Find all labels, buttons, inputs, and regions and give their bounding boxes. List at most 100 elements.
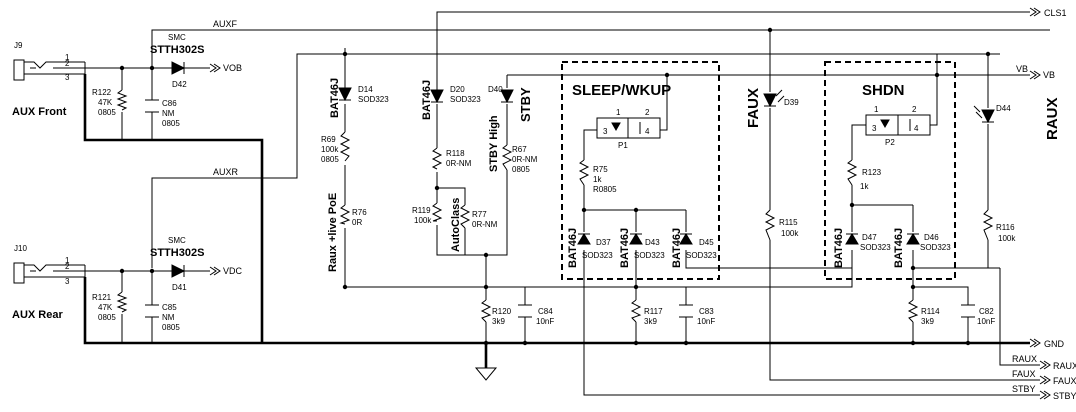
- d41-manufacturer: SMC: [168, 236, 186, 245]
- r122-package: 0805: [98, 108, 116, 117]
- net-label-faux: FAUX: [1053, 376, 1076, 386]
- d45-ref: D45: [699, 238, 714, 247]
- connector-j10: [13, 262, 53, 284]
- c83-value: 10nF: [697, 317, 715, 326]
- r120-ref: R120: [492, 307, 512, 316]
- aux-rear-label: AUX Rear: [12, 309, 63, 321]
- raux-title: RAUX: [1044, 97, 1061, 140]
- j9-pin1: 1: [65, 53, 70, 62]
- net-label-gnd: GND: [1044, 339, 1065, 349]
- p1-pin1: 1: [616, 108, 621, 117]
- d43-part: BAT46J: [619, 228, 631, 268]
- r117-value: 3k9: [644, 317, 657, 326]
- resistor-r117: [630, 299, 642, 323]
- stby-title: STBY: [518, 87, 533, 122]
- r67-ref: R67: [512, 145, 527, 154]
- c86-ref: C86: [162, 99, 177, 108]
- r114-value: 3k9: [921, 317, 934, 326]
- led-d39: [763, 89, 785, 108]
- resistor-r67: [501, 144, 513, 171]
- p1-pin3: 3: [603, 127, 608, 136]
- resistor-r122: [116, 89, 128, 111]
- r118-value: 0R-NM: [446, 159, 472, 168]
- d20-part: BAT46J: [421, 80, 433, 120]
- j10-pin3: 3: [65, 277, 70, 286]
- wires: [53, 11, 1050, 396]
- d47-package: SOD323: [860, 243, 891, 252]
- capacitor-c82: [961, 304, 975, 318]
- r114-ref: R114: [921, 307, 940, 316]
- r76-ref: R76: [352, 208, 367, 217]
- d40-ref: D40: [488, 85, 503, 94]
- capacitors: [145, 99, 975, 318]
- d42-part: STTH302S: [150, 44, 204, 56]
- c84-value: 10nF: [536, 317, 554, 326]
- c86-package: 0805: [162, 119, 180, 128]
- c85-package: 0805: [162, 323, 180, 332]
- resistor-r69: [339, 131, 351, 162]
- diode-d42: [171, 61, 186, 75]
- diode-d41: [171, 264, 186, 278]
- r119-value: 100k: [414, 216, 432, 225]
- diode-d20: [430, 89, 444, 104]
- d20-ref: D20: [450, 85, 465, 94]
- r116-value: 100k: [998, 234, 1016, 243]
- d39-ref: D39: [784, 98, 799, 107]
- r75-value: 1k: [593, 175, 602, 184]
- r67-value: 0R-NM: [512, 155, 538, 164]
- d45-part: BAT46J: [671, 228, 683, 268]
- diode-d45: [679, 233, 693, 245]
- d43-package: SOD323: [634, 251, 665, 260]
- diode-d43: [629, 233, 643, 245]
- r122-value: 47K: [98, 98, 113, 107]
- d45-package: SOD323: [686, 251, 717, 260]
- r115-value: 100k: [781, 229, 799, 238]
- p2-pin2: 2: [912, 105, 917, 114]
- net-label-faux-wire: FAUX: [1012, 369, 1036, 379]
- r117-ref: R117: [644, 307, 663, 316]
- p2-pin1: 1: [874, 105, 879, 114]
- d14-ref: D14: [358, 85, 373, 94]
- d46-package: SOD323: [920, 243, 951, 252]
- led-d44: [973, 105, 995, 124]
- capacitor-c85: [145, 304, 159, 318]
- r120-value: 3k9: [492, 317, 505, 326]
- resistor-r118: [431, 147, 443, 170]
- net-label-auxf: AUXF: [213, 19, 238, 29]
- r119-ref: R119: [412, 206, 431, 215]
- d41-part: STTH302S: [150, 247, 204, 259]
- d37-part: BAT46J: [567, 228, 579, 268]
- resistor-r119: [431, 202, 443, 222]
- d47-part: BAT46J: [833, 228, 845, 268]
- resistor-r120: [480, 299, 492, 323]
- net-label-stby-wire: STBY: [1012, 384, 1036, 394]
- d47-ref: D47: [862, 233, 877, 242]
- c85-value: NM: [162, 313, 175, 322]
- aux-front-label: AUX Front: [12, 106, 67, 118]
- net-label-vb: VB: [1043, 70, 1055, 80]
- d20-package: SOD323: [450, 95, 481, 104]
- r69-value: 100k: [321, 145, 339, 154]
- d46-ref: D46: [924, 233, 939, 242]
- poe-label: Raux +live PoE: [327, 193, 339, 272]
- resistor-r115: [764, 209, 776, 241]
- p2-pin4: 4: [914, 124, 919, 133]
- p1-ref: P1: [618, 141, 628, 150]
- j10-pin1: 1: [65, 256, 70, 265]
- resistors: [116, 89, 994, 323]
- c84-ref: C84: [538, 307, 553, 316]
- junctions: [119, 27, 991, 346]
- r75-ref: R75: [593, 165, 608, 174]
- sleep-wkup-title: SLEEP/WKUP: [572, 82, 671, 99]
- net-arrows: [209, 7, 1051, 400]
- r121-ref: R121: [92, 293, 112, 302]
- net-label-vb-wire: VB: [1016, 64, 1028, 74]
- shdn-box: [824, 61, 956, 280]
- r76-value: 0R: [352, 218, 362, 227]
- resistor-r121: [116, 291, 128, 313]
- d42-ref: D42: [172, 80, 187, 89]
- resistor-r123: [846, 159, 858, 186]
- ground-symbol: [474, 367, 498, 381]
- j9-pin3: 3: [65, 73, 70, 82]
